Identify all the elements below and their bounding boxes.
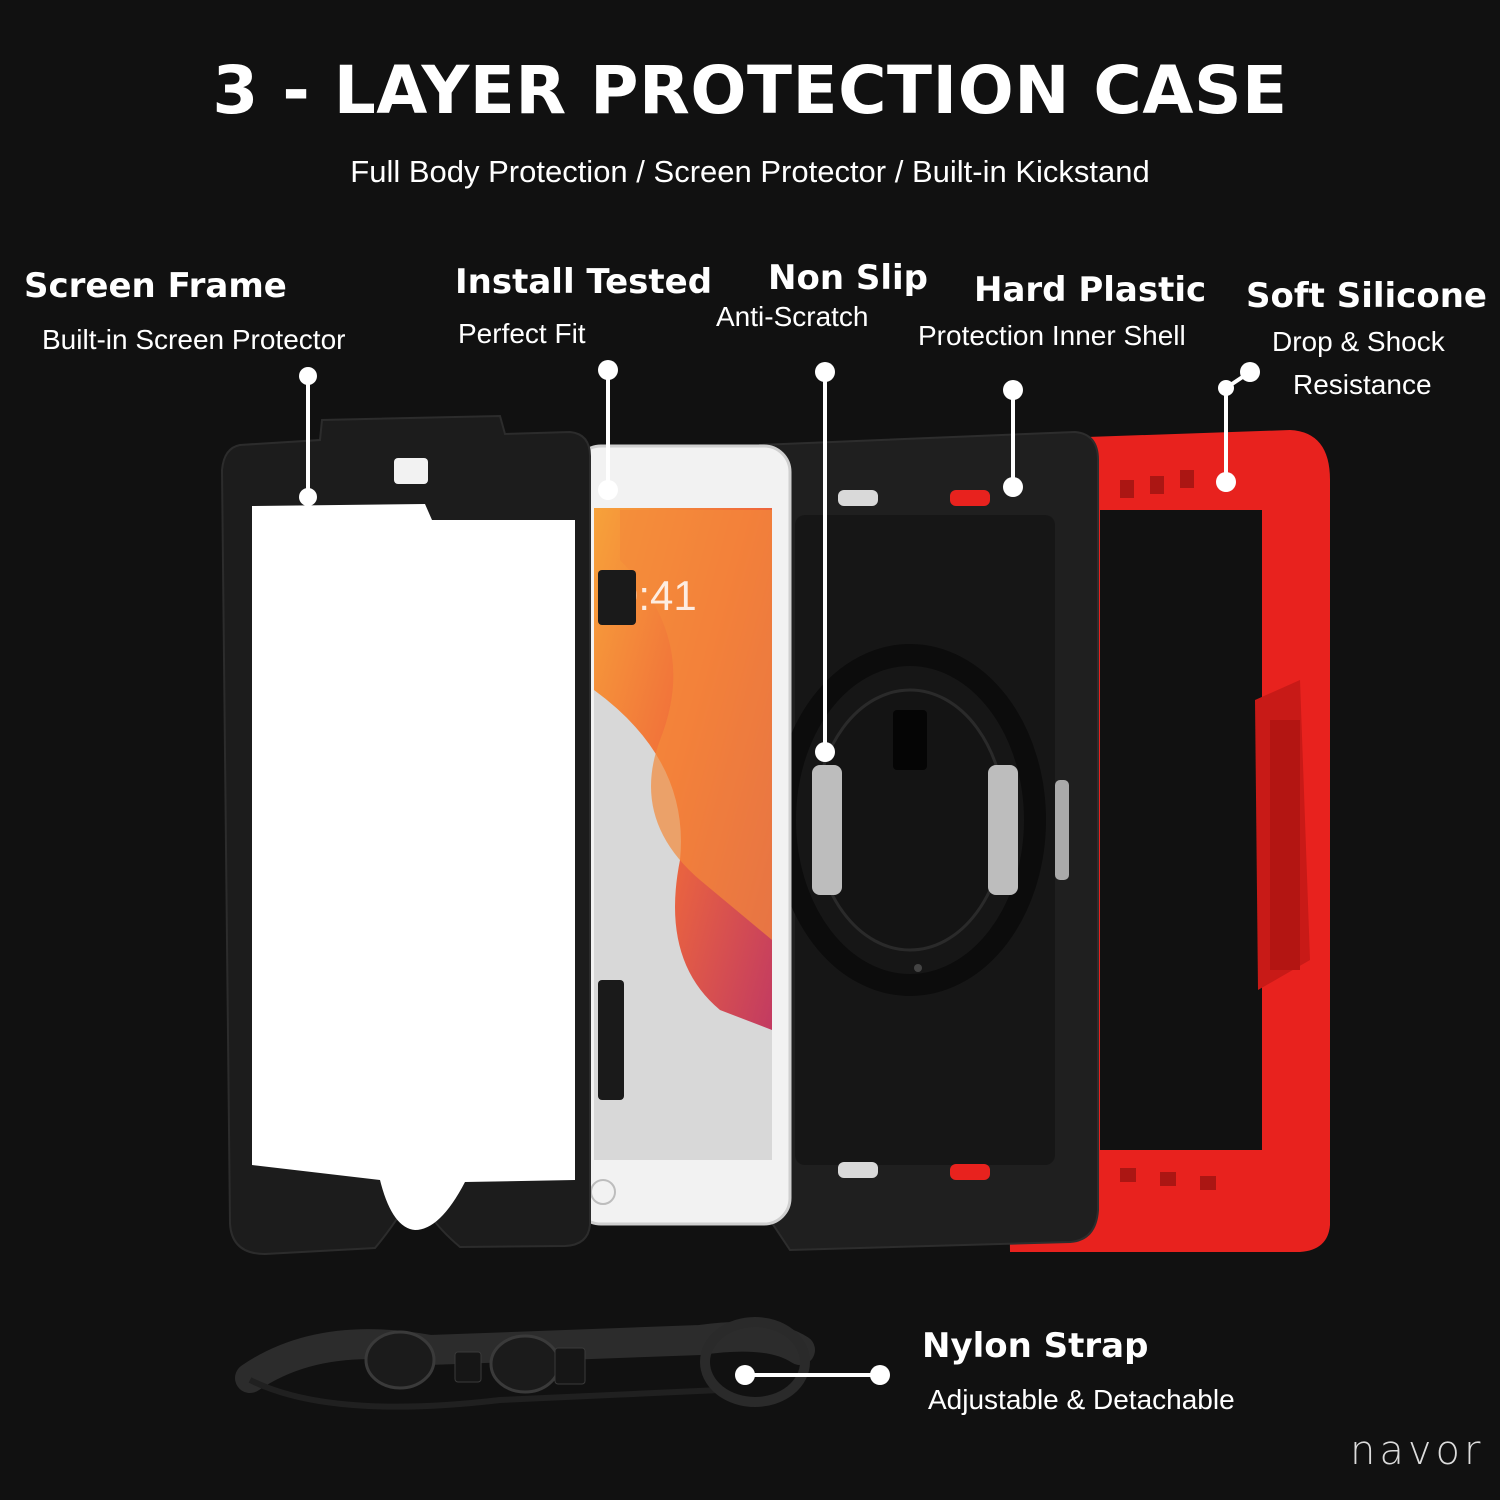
feature-subtitle-soft-silicone: Drop & Shock (1272, 326, 1445, 357)
feature-subtitle-screen-frame: Built-in Screen Protector (42, 324, 346, 355)
feature-subtitle2-soft-silicone: Resistance (1293, 369, 1432, 400)
page-title: 3 - LAYER PROTECTION CASE (212, 52, 1288, 129)
tablet: 9:41 (573, 444, 792, 1226)
page-subtitle: Full Body Protection / Screen Protector … (350, 154, 1150, 189)
feature-title-install-tested: Install Tested (455, 262, 713, 302)
feature-title-soft-silicone: Soft Silicone (1246, 276, 1487, 316)
feature-subtitle-hard-plastic: Protection Inner Shell (918, 320, 1186, 351)
feature-title-screen-frame: Screen Frame (24, 266, 287, 306)
feature-subtitle-non-slip: Anti-Scratch (716, 301, 869, 332)
feature-title-hard-plastic: Hard Plastic (974, 270, 1207, 310)
callout-lines (299, 360, 1260, 1385)
screen-frame (220, 414, 636, 1256)
feature-title-nylon-strap: Nylon Strap (922, 1326, 1149, 1366)
nylon-strap (235, 1317, 815, 1410)
feature-subtitle-nylon-strap: Adjustable & Detachable (928, 1384, 1235, 1415)
feature-title-non-slip: Non Slip (768, 258, 928, 298)
brand-logo: navor (1350, 1428, 1485, 1474)
hard-plastic-shell (758, 430, 1099, 1252)
feature-subtitle-install-tested: Perfect Fit (458, 318, 586, 349)
